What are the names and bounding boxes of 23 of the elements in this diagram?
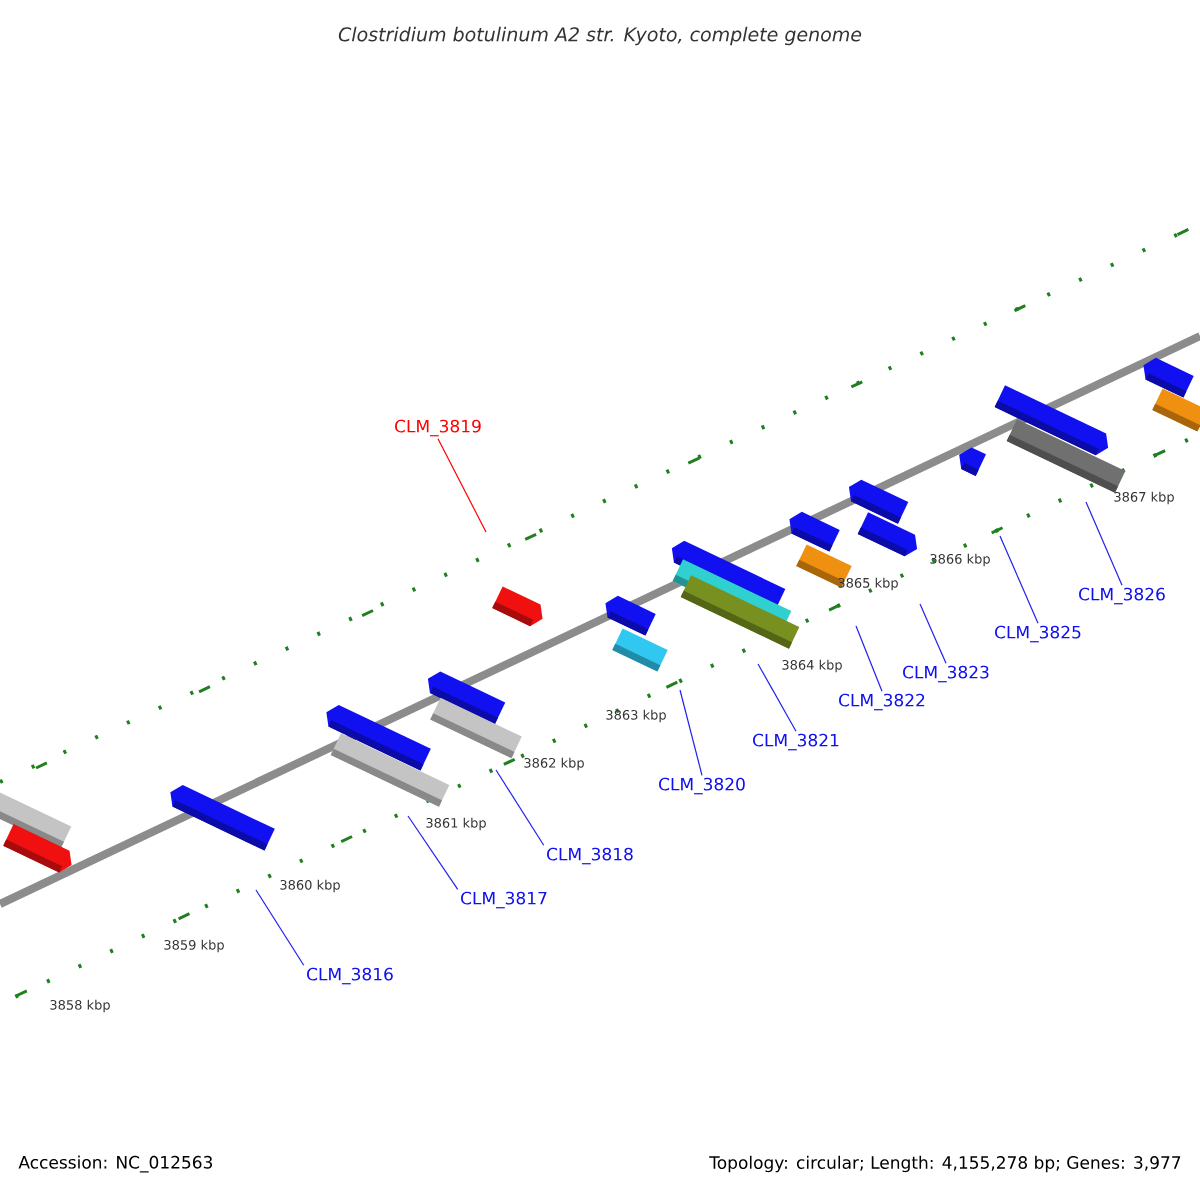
- leader-line: [919, 603, 947, 664]
- gene-label: CLM_3817: [461, 891, 547, 909]
- gene-label: CLM_3818: [547, 847, 633, 865]
- gene-label: CLM_3820: [659, 777, 745, 795]
- title: Clostridium botulinum A2 str. Kyoto, complete genome: [338, 26, 862, 46]
- genome-info-text: Topology: circular; Length: 4,155,278 bp; Genes: 3,977: [709, 1155, 1181, 1173]
- leader-line: [1085, 501, 1123, 586]
- gene-label: CLM_3825: [995, 625, 1081, 643]
- leader-line: [679, 689, 703, 776]
- gene-label: CLM_3819: [395, 419, 481, 437]
- leader-line: [495, 769, 545, 846]
- gene-label: CLM_3826: [1079, 587, 1165, 605]
- gene-label: CLM_3816: [307, 967, 393, 985]
- gene-label: CLM_3822: [839, 693, 925, 711]
- leader-line: [255, 889, 305, 966]
- accession-text: Accession: NC_012563: [18, 1155, 212, 1173]
- gene-label: CLM_3821: [753, 733, 839, 751]
- gene-label: CLM_3823: [903, 665, 989, 683]
- leader-line: [437, 438, 487, 533]
- leader-line: [999, 535, 1039, 624]
- leader-line: [407, 815, 459, 890]
- leader-line: [757, 663, 797, 732]
- leader-line: [855, 625, 883, 692]
